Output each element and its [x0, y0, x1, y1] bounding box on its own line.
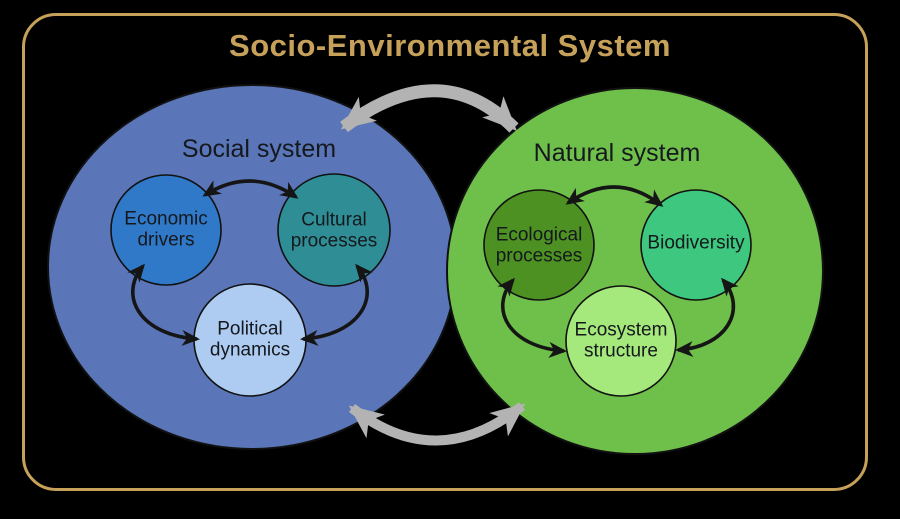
- exchange-arrow-bottom: [348, 402, 526, 446]
- natural-cycle-arrow-left: [497, 277, 567, 358]
- exchange-arrow-top: [340, 84, 519, 133]
- social-system-label: Social system: [181, 135, 337, 163]
- economic-drivers-label: Economic drivers: [124, 208, 208, 251]
- social-cycle-arrow-top: [202, 179, 299, 199]
- cultural-processes-label: Cultural processes: [290, 209, 378, 252]
- natural-system-label: Natural system: [533, 139, 701, 167]
- natural-cycle-arrow-top: [565, 185, 664, 207]
- natural-system-circle: [446, 87, 824, 455]
- social-cycle-arrow-right: [300, 263, 373, 346]
- frame-border: [22, 13, 868, 491]
- diagram-title: Socio-Environmental System: [229, 28, 671, 63]
- political-dynamics-label: Political dynamics: [209, 318, 291, 361]
- social-cycle-arrow-left: [127, 263, 200, 346]
- ecological-processes-label: Ecological processes: [495, 224, 583, 267]
- biodiversity-label: Biodiversity: [647, 232, 745, 254]
- ecosystem-structure-label: Ecosystem structure: [574, 319, 668, 362]
- natural-cycle-arrow-right: [675, 277, 739, 358]
